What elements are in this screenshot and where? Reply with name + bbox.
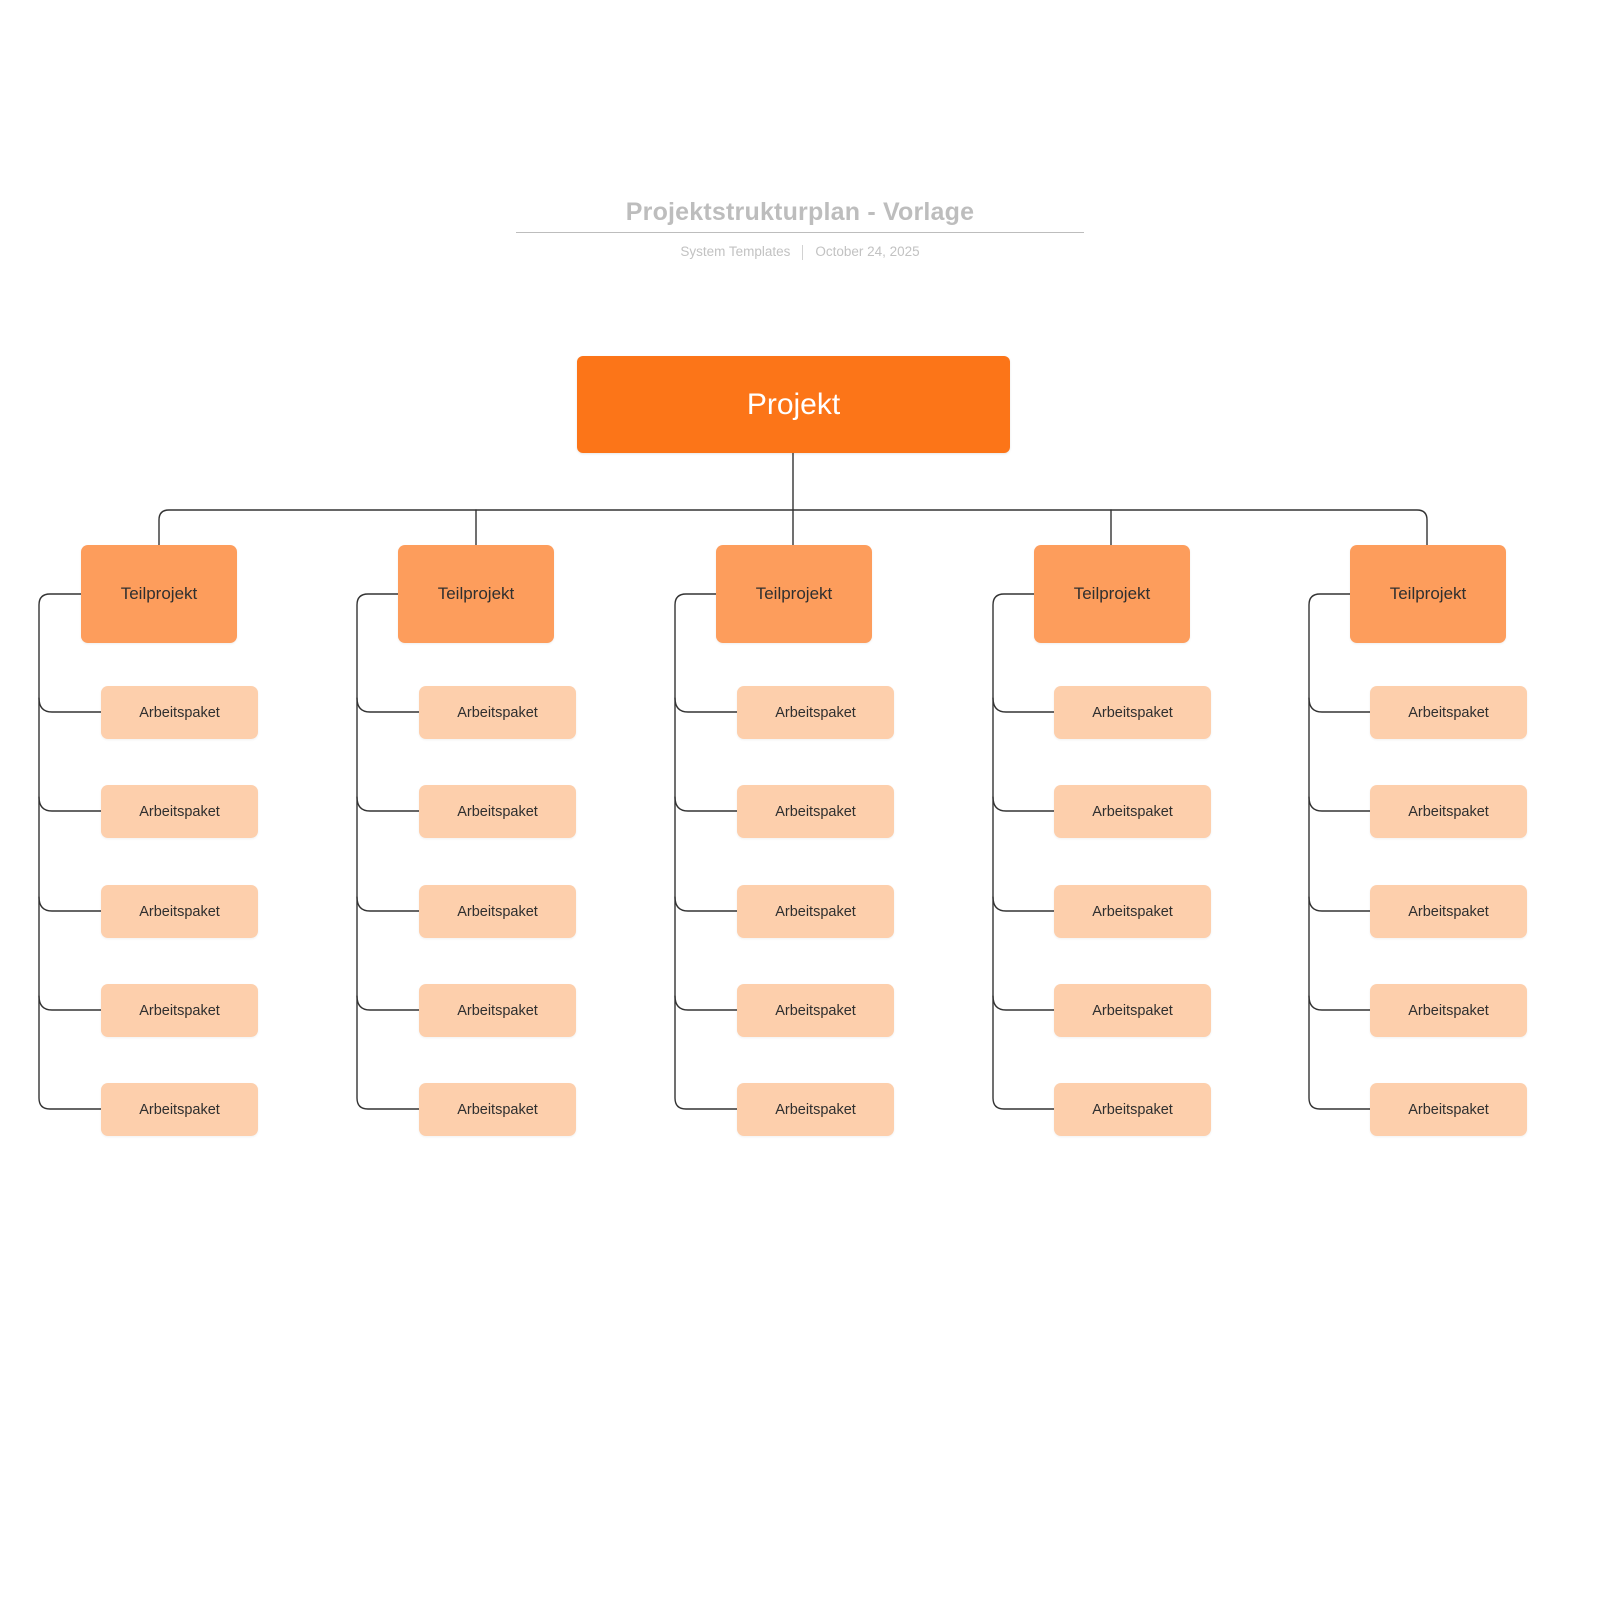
node-arbeitspaket-1-2[interactable]: Arbeitspaket xyxy=(101,785,258,838)
node-arbeitspaket-5-5[interactable]: Arbeitspaket xyxy=(1370,1083,1527,1136)
page-title: Projektstrukturplan - Vorlage xyxy=(625,198,975,226)
node-teilprojekt-1-label: Teilprojekt xyxy=(120,584,198,603)
node-arbeitspaket-3-4[interactable]: Arbeitspaket xyxy=(737,984,894,1037)
node-teilprojekt-2[interactable]: Teilprojekt xyxy=(398,545,554,643)
document-subtitle: System Templates October 24, 2025 xyxy=(0,244,1600,260)
node-arbeitspaket-4-4[interactable]: Arbeitspaket xyxy=(1054,984,1211,1037)
node-arbeitspaket-2-4-label: Arbeitspaket xyxy=(457,1002,538,1019)
node-arbeitspaket-2-1-label: Arbeitspaket xyxy=(457,704,538,721)
node-projekt-label: Projekt xyxy=(746,387,841,421)
document-header: Projektstrukturplan - Vorlage System Tem… xyxy=(0,196,1600,260)
document-date: October 24, 2025 xyxy=(815,244,920,259)
title-divider xyxy=(516,232,1084,233)
node-arbeitspaket-3-1-label: Arbeitspaket xyxy=(775,704,856,721)
node-arbeitspaket-3-5[interactable]: Arbeitspaket xyxy=(737,1083,894,1136)
node-arbeitspaket-2-5-label: Arbeitspaket xyxy=(457,1101,538,1118)
node-arbeitspaket-2-2-label: Arbeitspaket xyxy=(457,803,538,820)
node-teilprojekt-5-label: Teilprojekt xyxy=(1389,584,1467,603)
node-arbeitspaket-3-4-label: Arbeitspaket xyxy=(775,1002,856,1019)
node-teilprojekt-5[interactable]: Teilprojekt xyxy=(1350,545,1506,643)
node-arbeitspaket-1-4-label: Arbeitspaket xyxy=(139,1002,220,1019)
node-arbeitspaket-4-4-label: Arbeitspaket xyxy=(1092,1002,1173,1019)
node-arbeitspaket-2-2[interactable]: Arbeitspaket xyxy=(419,785,576,838)
node-arbeitspaket-4-5-label: Arbeitspaket xyxy=(1092,1101,1173,1118)
node-arbeitspaket-4-3-label: Arbeitspaket xyxy=(1092,903,1173,920)
node-arbeitspaket-4-2-label: Arbeitspaket xyxy=(1092,803,1173,820)
node-arbeitspaket-3-3-label: Arbeitspaket xyxy=(775,903,856,920)
node-arbeitspaket-5-3[interactable]: Arbeitspaket xyxy=(1370,885,1527,938)
node-arbeitspaket-4-1-label: Arbeitspaket xyxy=(1092,704,1173,721)
node-arbeitspaket-5-1[interactable]: Arbeitspaket xyxy=(1370,686,1527,739)
node-teilprojekt-3-label: Teilprojekt xyxy=(755,584,833,603)
node-arbeitspaket-5-1-label: Arbeitspaket xyxy=(1408,704,1489,721)
node-arbeitspaket-2-1[interactable]: Arbeitspaket xyxy=(419,686,576,739)
node-arbeitspaket-1-5-label: Arbeitspaket xyxy=(139,1101,220,1118)
node-arbeitspaket-5-2-label: Arbeitspaket xyxy=(1408,803,1489,820)
node-arbeitspaket-5-2[interactable]: Arbeitspaket xyxy=(1370,785,1527,838)
node-teilprojekt-4[interactable]: Teilprojekt xyxy=(1034,545,1190,643)
node-arbeitspaket-4-2[interactable]: Arbeitspaket xyxy=(1054,785,1211,838)
node-arbeitspaket-3-5-label: Arbeitspaket xyxy=(775,1101,856,1118)
node-arbeitspaket-1-4[interactable]: Arbeitspaket xyxy=(101,984,258,1037)
node-arbeitspaket-5-4[interactable]: Arbeitspaket xyxy=(1370,984,1527,1037)
node-arbeitspaket-5-4-label: Arbeitspaket xyxy=(1408,1002,1489,1019)
node-arbeitspaket-5-3-label: Arbeitspaket xyxy=(1408,903,1489,920)
node-arbeitspaket-4-5[interactable]: Arbeitspaket xyxy=(1054,1083,1211,1136)
node-arbeitspaket-4-1[interactable]: Arbeitspaket xyxy=(1054,686,1211,739)
node-arbeitspaket-1-5[interactable]: Arbeitspaket xyxy=(101,1083,258,1136)
node-arbeitspaket-3-2[interactable]: Arbeitspaket xyxy=(737,785,894,838)
node-arbeitspaket-3-2-label: Arbeitspaket xyxy=(775,803,856,820)
node-arbeitspaket-4-3[interactable]: Arbeitspaket xyxy=(1054,885,1211,938)
node-projekt[interactable]: Projekt xyxy=(577,356,1010,453)
node-teilprojekt-2-label: Teilprojekt xyxy=(437,584,515,603)
node-teilprojekt-3[interactable]: Teilprojekt xyxy=(716,545,872,643)
node-arbeitspaket-2-4[interactable]: Arbeitspaket xyxy=(419,984,576,1037)
document-org: System Templates xyxy=(680,244,791,259)
node-arbeitspaket-2-5[interactable]: Arbeitspaket xyxy=(419,1083,576,1136)
node-arbeitspaket-1-3-label: Arbeitspaket xyxy=(139,903,220,920)
subtitle-separator xyxy=(802,244,804,260)
node-arbeitspaket-3-3[interactable]: Arbeitspaket xyxy=(737,885,894,938)
node-arbeitspaket-2-3[interactable]: Arbeitspaket xyxy=(419,885,576,938)
node-arbeitspaket-5-5-label: Arbeitspaket xyxy=(1408,1101,1489,1118)
node-arbeitspaket-1-3[interactable]: Arbeitspaket xyxy=(101,885,258,938)
node-arbeitspaket-2-3-label: Arbeitspaket xyxy=(457,903,538,920)
node-arbeitspaket-1-1-label: Arbeitspaket xyxy=(139,704,220,721)
node-teilprojekt-4-label: Teilprojekt xyxy=(1073,584,1151,603)
node-arbeitspaket-1-2-label: Arbeitspaket xyxy=(139,803,220,820)
node-arbeitspaket-3-1[interactable]: Arbeitspaket xyxy=(737,686,894,739)
node-teilprojekt-1[interactable]: Teilprojekt xyxy=(81,545,237,643)
node-arbeitspaket-1-1[interactable]: Arbeitspaket xyxy=(101,686,258,739)
